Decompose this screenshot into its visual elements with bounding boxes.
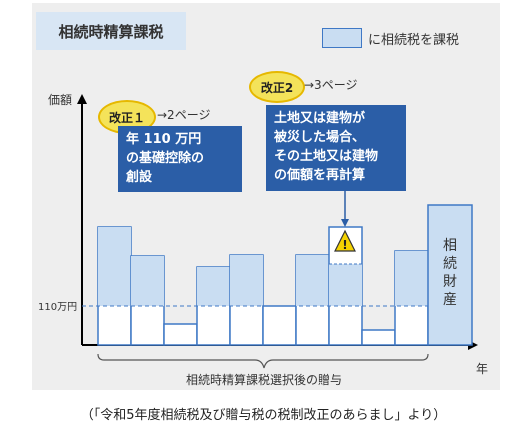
gift-period-label: 相続時精算課税選択後の贈与 — [186, 372, 342, 387]
reform1-page-ref: →2ページ — [157, 108, 211, 122]
y-axis-arrowhead — [77, 94, 87, 104]
estate-label-char: 財 — [443, 274, 457, 290]
gift-bar-excess — [197, 267, 230, 306]
x-axis-label: 年 — [476, 362, 488, 376]
reform1-line: 創設 — [126, 170, 153, 185]
warning-triangle-icon: ! — [334, 229, 356, 252]
diagram-title: 相続時精算課税 — [36, 12, 186, 50]
gift-bar — [163, 323, 198, 346]
gift-bar — [262, 305, 297, 346]
estate-label-char: 続 — [443, 255, 457, 272]
reform2-badge: 改正2 — [249, 71, 305, 103]
gift-bar-excess — [296, 255, 329, 306]
reform1-line: の基礎控除の — [126, 151, 205, 166]
reform1-callout: 年 110 万円 の基礎控除の 創設 — [118, 126, 242, 192]
callout-arrowhead — [341, 219, 349, 227]
reform2-line: の価額を再計算 — [274, 168, 366, 183]
gift-bar-excess — [131, 256, 164, 306]
legend-swatch — [322, 28, 362, 48]
svg-text:!: ! — [342, 238, 347, 252]
gift-bar-excess — [230, 255, 263, 306]
gift-bar-excess — [98, 227, 131, 306]
estate-label-char: 相 — [443, 238, 457, 254]
estate-label-char: 産 — [443, 292, 457, 308]
reform1-line: 年 110 万円 — [126, 132, 202, 147]
estate-bar — [427, 204, 473, 346]
gift-bar-excess — [395, 251, 428, 306]
reform2-page-ref: →3ページ — [304, 78, 358, 92]
reform2-line: その土地又は建物 — [274, 149, 379, 164]
gift-period-bracket — [97, 353, 429, 369]
legend-label: に相続税を課税 — [368, 32, 460, 48]
legend: に相続税を課税 — [322, 28, 459, 48]
source-citation: （「令和5年度相続税及び贈与税の税制改正のあらまし」より） — [80, 408, 447, 423]
gift-bars — [97, 226, 429, 346]
reform2-line: 被災した場合、 — [274, 130, 366, 145]
reform2-line: 土地又は建物が — [274, 111, 366, 126]
threshold-label: 110万円 — [38, 302, 77, 313]
gift-bar — [361, 329, 396, 346]
reform2-callout: 土地又は建物が 被災した場合、 その土地又は建物 の価額を再計算 — [266, 105, 406, 191]
gift-bar-excess — [329, 264, 362, 306]
y-axis-label: 価額 — [48, 93, 72, 107]
